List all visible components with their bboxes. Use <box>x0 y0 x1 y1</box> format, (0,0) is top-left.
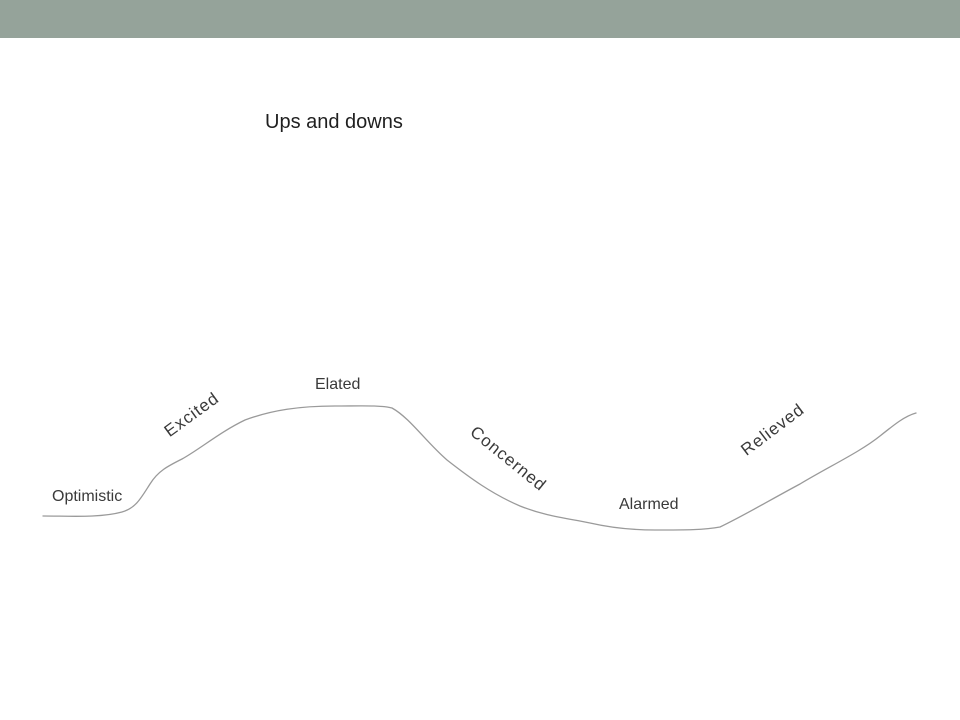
emotion-curve-line <box>42 405 917 531</box>
slide-title: Ups and downs <box>265 111 403 133</box>
label-optimistic: Optimistic <box>52 488 123 505</box>
label-elated: Elated <box>315 376 361 393</box>
header-bar <box>0 0 960 38</box>
label-alarmed: Alarmed <box>619 496 679 513</box>
